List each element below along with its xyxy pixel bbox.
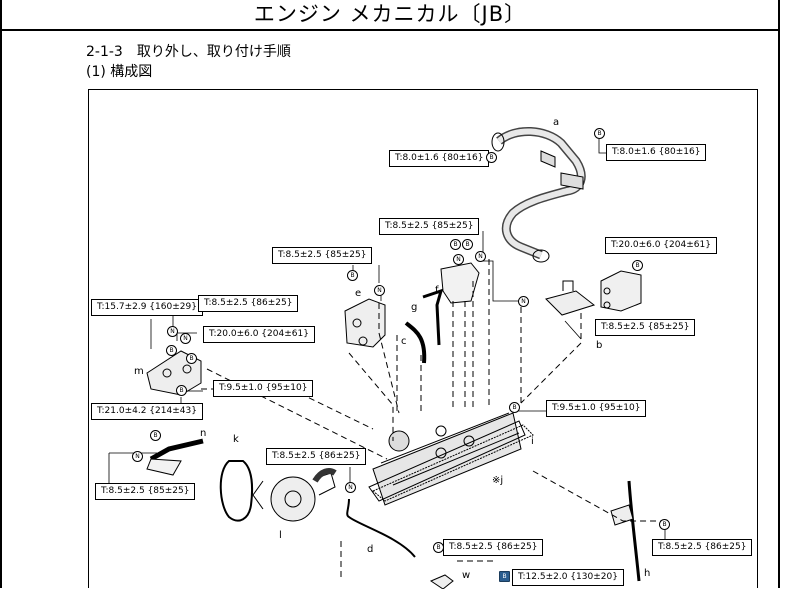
bolt-mark-n: N (180, 333, 191, 344)
torque-label: T:9.5±1.0 {95±10} (546, 400, 647, 417)
part-letter: ※j (492, 475, 504, 486)
bolt-mark-b: B (594, 128, 605, 139)
page-frame-left (0, 0, 2, 588)
part-letter: n (200, 428, 207, 439)
bolt-mark-b: B (450, 239, 461, 250)
page-title: エンジン メカニカル〔JB〕 (253, 2, 527, 26)
torque-label: T:12.5±2.0 {130±20} (512, 569, 624, 586)
cylinder-head-cover (372, 412, 522, 506)
bolt-mark-b: B (166, 345, 177, 356)
part-letter: l (279, 530, 282, 541)
bolt-mark-n: N (132, 451, 143, 462)
part-letter: f (435, 285, 439, 296)
part-letter: h (644, 568, 651, 579)
bolt-mark-b: B (509, 402, 520, 413)
torque-label: T:8.5±2.5 {86±25} (266, 448, 367, 465)
bolt-mark-b: B (347, 270, 358, 281)
bracket-b (545, 290, 596, 316)
bolt-mark-n: N (453, 254, 464, 265)
diagram-drawing (108, 126, 666, 589)
torque-label: T:8.5±2.5 {86±25} (198, 295, 299, 312)
bolt-mark-b: B (659, 519, 670, 530)
torque-label: T:20.0±6.0 {204±61} (605, 237, 717, 254)
torque-label: T:15.7±2.9 {160±29} (91, 299, 203, 316)
part-letter: a (553, 117, 560, 128)
torque-label: T:8.5±2.5 {85±25} (272, 247, 373, 264)
bolt-mark-b: B (486, 152, 497, 163)
bolt-mark-b: B (150, 430, 161, 441)
bolt-mark-n: N (475, 251, 486, 262)
bolt-mark-b: B (433, 542, 444, 553)
torque-label: T:8.5±2.5 {85±25} (379, 218, 480, 235)
torque-label: T:8.0±1.6 {80±16} (389, 150, 490, 167)
bolt-mark-b: B (632, 260, 643, 271)
dipstick-tube-d (346, 498, 416, 558)
bracket-f (440, 262, 480, 304)
part-letter: d (367, 544, 374, 555)
torque-label: T:21.0±4.2 {214±43} (91, 403, 203, 420)
torque-label: T:8.5±2.5 {85±25} (595, 319, 696, 336)
torque-label: T:20.0±6.0 {204±61} (203, 326, 315, 343)
torque-label: T:8.0±1.6 {80±16} (606, 144, 707, 161)
page-frame-right (778, 0, 780, 588)
part-letter: e (355, 288, 362, 299)
bolt-mark-n: N (345, 482, 356, 493)
bolt-mark-n: N (167, 326, 178, 337)
pipe-n (149, 438, 204, 462)
bolt-mark-b: B (186, 353, 197, 364)
part-letter: w (462, 570, 471, 581)
section-heading: 2-1-3 取り外し、取り付け手順 (86, 44, 291, 60)
dipstick-h (627, 480, 641, 582)
part-letter: m (134, 366, 144, 377)
bracket-e (344, 298, 386, 348)
part-letter: k (233, 434, 239, 445)
torque-label: T:8.5±2.5 {86±25} (652, 539, 753, 556)
torque-label: T:8.5±2.5 {86±25} (443, 539, 544, 556)
exploded-parts-diagram: T:8.0±1.6 {80±16} T:8.0±1.6 {80±16} T:8.… (88, 89, 758, 589)
subsection-heading: (1) 構成図 (86, 64, 153, 80)
bolt-mark-b: B (462, 239, 473, 250)
bolt-mark-n: N (374, 285, 385, 296)
part-letter: i (531, 436, 534, 447)
bolt-mark-b: B (176, 385, 187, 396)
part-letter: c (401, 336, 407, 347)
bolt-mark-b: B (499, 571, 510, 582)
water-pump (270, 476, 316, 522)
belt-k (219, 460, 253, 522)
torque-label: T:8.5±2.5 {85±25} (95, 483, 196, 500)
header-rule (0, 29, 780, 31)
torque-label: T:9.5±1.0 {95±10} (213, 380, 314, 397)
part-letter: g (411, 302, 418, 313)
part-letter: b (596, 340, 603, 351)
bolt-mark-n: N (518, 296, 529, 307)
